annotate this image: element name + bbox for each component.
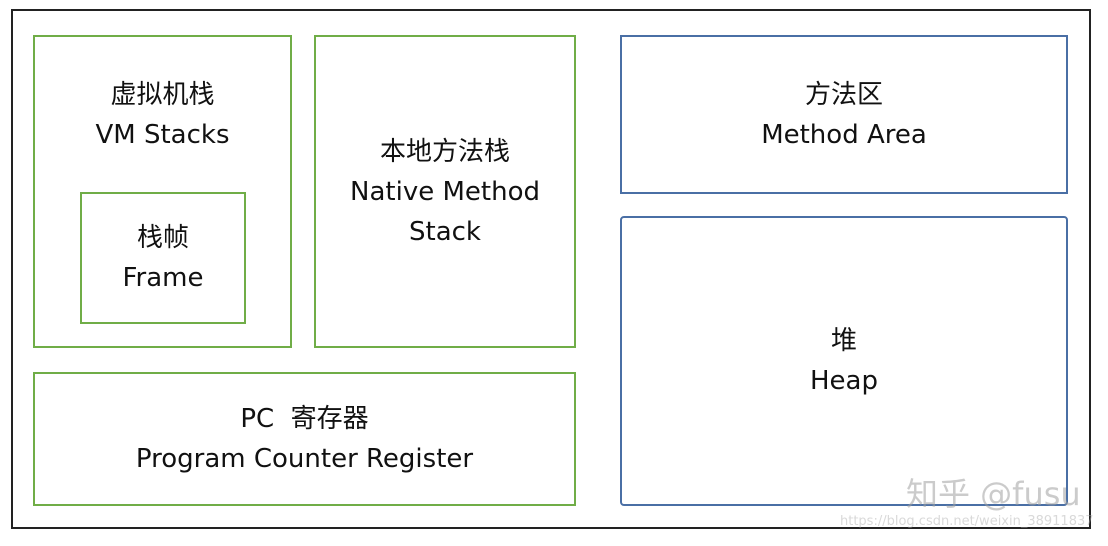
native-method-stack-zh-label: 本地方法栈 [379, 136, 510, 167]
heap-zh-label: 堆 [830, 326, 857, 356]
frame-en-label: Frame [122, 263, 204, 293]
heap-en-label: Heap [810, 366, 878, 396]
jvm-runtime-area-frame [11, 9, 1091, 529]
watermark-text: 知乎 @fusu [906, 475, 1081, 513]
vm-stacks-en-label: VM Stacks [95, 120, 230, 150]
pc-register-box: PC 寄存器 Program Counter Register [33, 372, 576, 506]
heap-box: 堆 Heap [620, 216, 1068, 506]
native-method-stack-en-label-line2: Stack [409, 216, 481, 247]
native-method-stack-box: 本地方法栈 Native Method Stack [314, 35, 576, 348]
method-area-zh-label: 方法区 [804, 79, 883, 110]
vm-stacks-zh-label: 虚拟机栈 [110, 80, 215, 110]
method-area-en-label: Method Area [761, 119, 927, 150]
pc-register-zh-label: PC 寄存器 [240, 404, 369, 434]
frame-box: 栈帧 Frame [80, 192, 246, 324]
method-area-box: 方法区 Method Area [620, 35, 1068, 194]
vm-stacks-box: 虚拟机栈 VM Stacks [33, 35, 292, 348]
native-method-stack-en-label-line1: Native Method [350, 176, 540, 207]
watermark-url: https://blog.csdn.net/weixin_38911837 [840, 514, 1094, 529]
frame-zh-label: 栈帧 [136, 223, 189, 253]
pc-register-en-label: Program Counter Register [135, 444, 474, 474]
